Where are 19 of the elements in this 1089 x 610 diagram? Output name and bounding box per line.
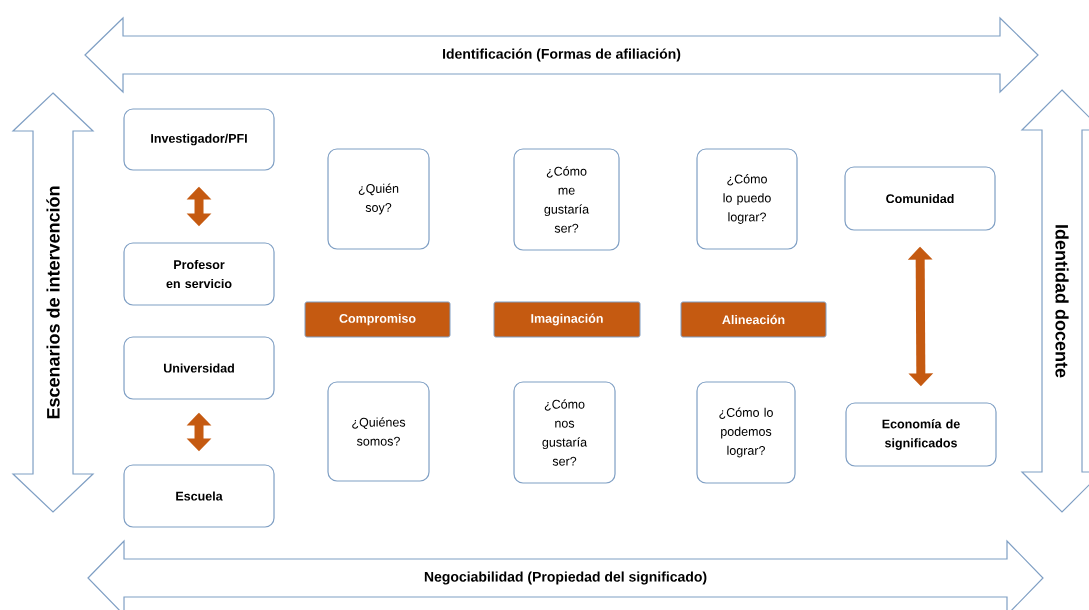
rounded-box: Profesor en servicio <box>123 242 275 306</box>
double-arrow-band: Identificación (Formas de afiliación) <box>84 16 1039 94</box>
rounded-box: Investigador/PFI <box>123 108 275 171</box>
question-box: ¿Cómo nos gustaría ser? <box>513 381 616 484</box>
label-bar: Compromiso <box>304 301 451 338</box>
rounded-box: Economía de significados <box>845 402 997 467</box>
double-arrow-band: Escenarios de intervención <box>11 92 95 513</box>
question-box: ¿Cómo lo puedo lograr? <box>696 148 798 250</box>
question-box: ¿Cómo me gustaría ser? <box>513 148 620 251</box>
question-box: ¿Quiénes somos? <box>327 381 430 482</box>
question-box: ¿Quién soy? <box>327 148 430 250</box>
label-bar: Imaginación <box>493 301 641 338</box>
rounded-box: Comunidad <box>844 166 996 231</box>
label-bar: Alineación <box>680 301 827 338</box>
double-arrow-band: Negociabilidad (Propiedad del significado) <box>87 539 1044 610</box>
question-box: ¿Cómo lo podemos lograr? <box>696 381 796 484</box>
rounded-box: Escuela <box>123 464 275 528</box>
double-arrow-band: Identidad docente <box>1020 89 1089 513</box>
rounded-box: Universidad <box>123 336 275 400</box>
